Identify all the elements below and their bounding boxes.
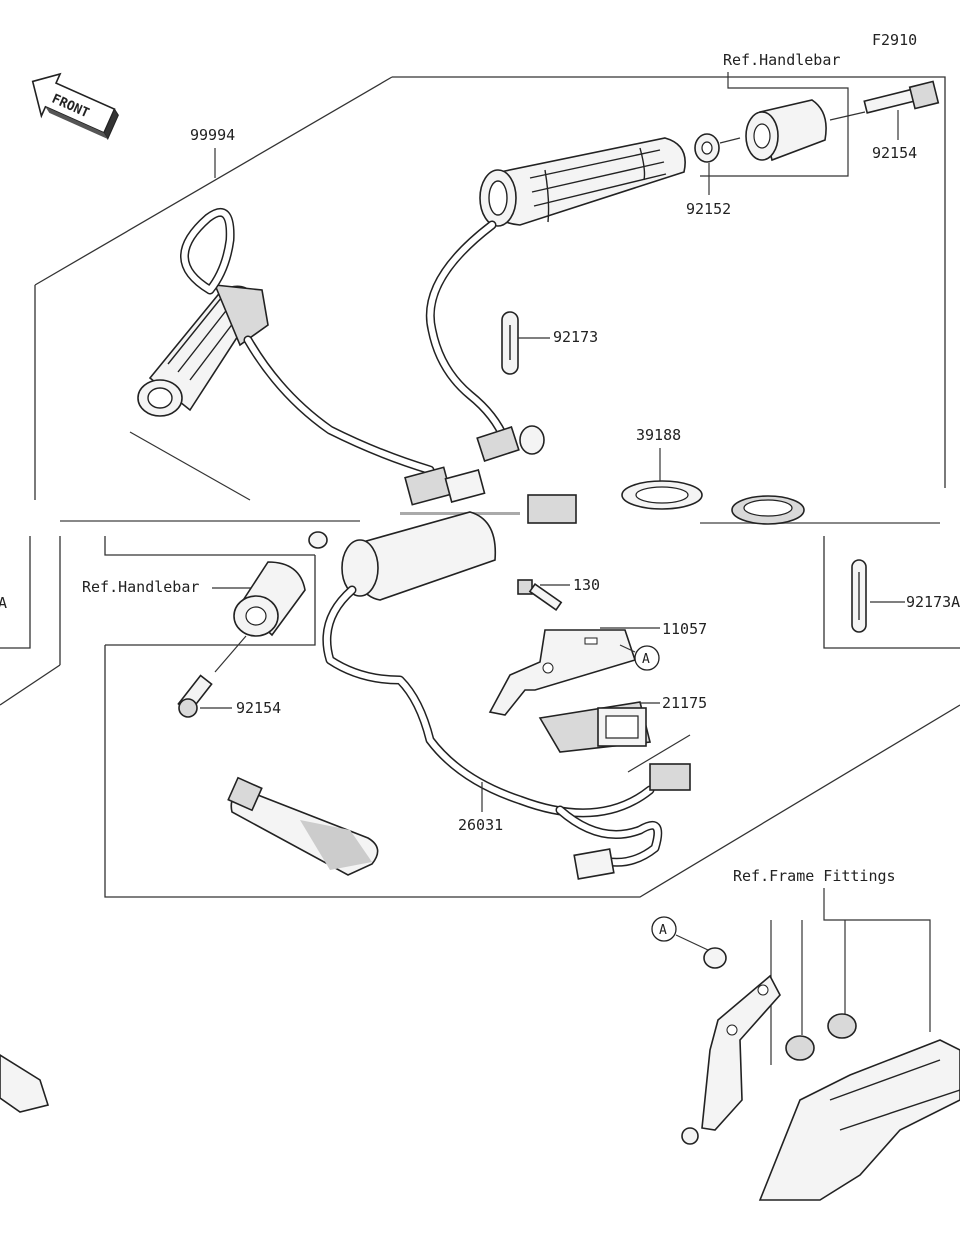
- label-39188: 39188: [636, 426, 681, 444]
- bottom-left-fragment: [0, 1054, 50, 1113]
- label-92173A: 92173A: [906, 593, 960, 611]
- label-92152: 92152: [686, 200, 731, 218]
- kit-frame-top-left: [34, 76, 393, 286]
- left-edge-diag: [0, 664, 61, 706]
- right-grip-wire: [425, 220, 510, 445]
- kit-frame: [392, 76, 946, 488]
- label-26031: 26031: [458, 816, 503, 834]
- ref-handlebar-right: Ref.Handlebar: [723, 51, 840, 69]
- label-92173: 92173: [553, 328, 598, 346]
- bolt-92154-left: [177, 674, 213, 718]
- right-grip-connector: [476, 425, 545, 462]
- left-grip-wire: [243, 335, 435, 475]
- grommet-39188: [621, 480, 805, 525]
- left-edge-letter: A: [0, 594, 7, 612]
- left-inner-frame: [105, 555, 316, 646]
- ref-handlebar-left: Ref.Handlebar: [82, 578, 199, 596]
- label-92154-right: 92154: [872, 144, 917, 162]
- controller-21175: [538, 701, 651, 753]
- svg-text:A: A: [642, 652, 650, 667]
- bar-end-weight-right: [745, 99, 827, 162]
- figure-code: F2910: [872, 31, 917, 49]
- label-92154-left: 92154: [236, 699, 281, 717]
- ref-frame-fittings: Ref.Frame Fittings: [733, 867, 896, 885]
- connector-cluster: [404, 466, 577, 524]
- bracket-11057: [488, 629, 637, 716]
- front-arrow-icon: FRONT: [31, 72, 119, 141]
- callout-a-bracket: A: [634, 645, 660, 671]
- harness-connectors: [573, 763, 691, 880]
- harness-26031: [322, 585, 655, 818]
- grease-tube: [227, 776, 379, 876]
- left-heated-grip: [137, 284, 269, 417]
- svg-text:A: A: [659, 923, 667, 938]
- label-11057: 11057: [662, 620, 707, 638]
- washer: [308, 531, 328, 549]
- label-21175: 21175: [662, 694, 707, 712]
- bar-end-weight-left: [233, 561, 306, 637]
- label-130: 130: [573, 576, 600, 594]
- bolt-92154-right: [863, 80, 940, 114]
- bolt-130: [517, 579, 563, 611]
- callout-a-frame: A: [651, 916, 677, 942]
- frame-fittings-bracket: [823, 888, 931, 1032]
- label-99994: 99994: [190, 126, 235, 144]
- kit-frame-bottom: [104, 645, 960, 898]
- controller-module: [341, 511, 497, 601]
- frame-fittings: [681, 947, 960, 1201]
- band-92173A: [851, 559, 867, 633]
- right-heated-grip: [479, 137, 686, 227]
- band-92173: [501, 311, 519, 375]
- ref-handlebar-right-bracket: [700, 72, 849, 177]
- right-subframe: [823, 530, 960, 649]
